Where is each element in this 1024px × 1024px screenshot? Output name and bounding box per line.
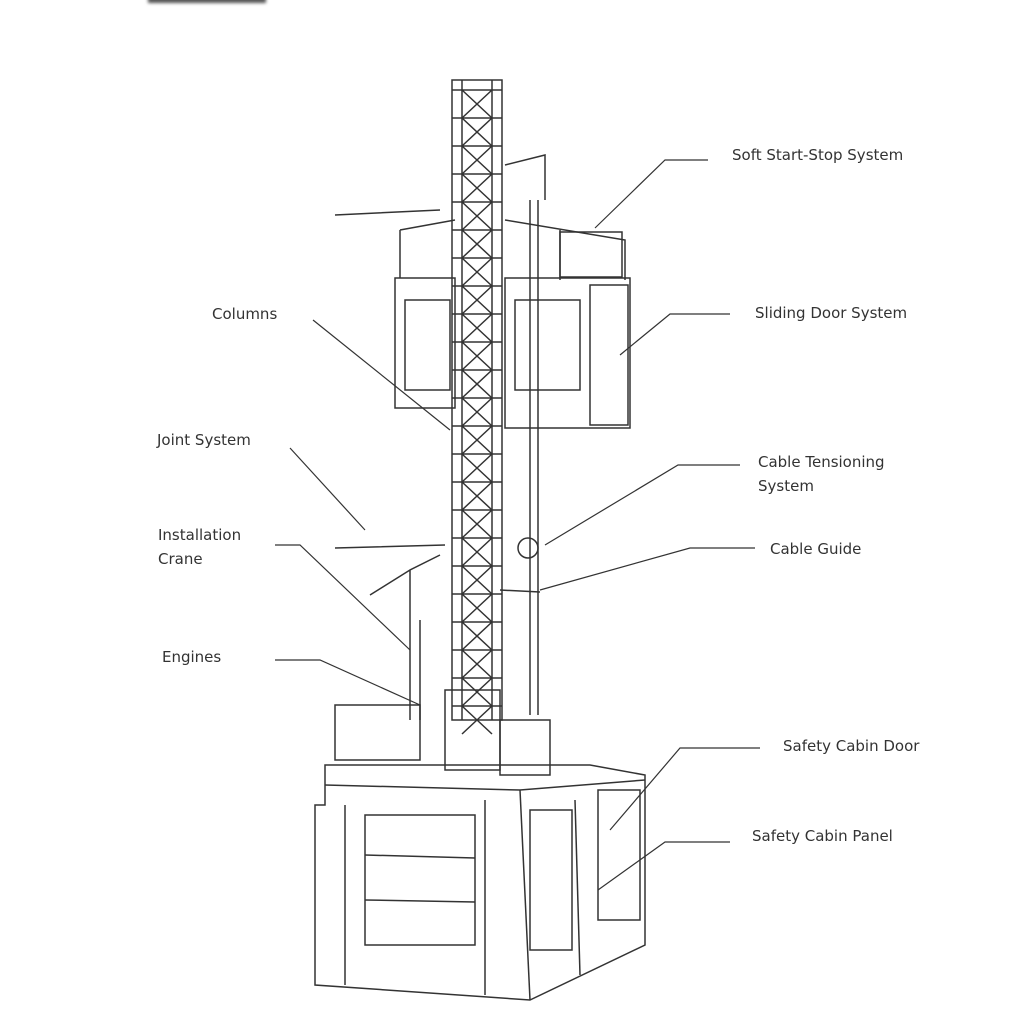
- mast-lattice-segment: [452, 537, 502, 567]
- mast-lattice-segment: [452, 117, 502, 147]
- mast-lattice-segment: [452, 397, 502, 427]
- mast-lattice-segment: [452, 649, 502, 679]
- mast-lattice-segment: [452, 89, 502, 119]
- mast-lattice-segment: [452, 677, 502, 707]
- mast-lattice-segment: [452, 257, 502, 287]
- label-safety-cabin-door: Safety Cabin Door: [783, 737, 920, 755]
- label-engines: Engines: [162, 648, 222, 666]
- mast: [451, 79, 503, 735]
- label-installation-crane: Installation Crane: [158, 526, 242, 568]
- mast-lattice-segment: [452, 705, 502, 735]
- mast-lattice-segment: [452, 369, 502, 399]
- mast-lattice-segment: [452, 173, 502, 203]
- cropped-heading: [148, 0, 266, 3]
- mast-lattice-segment: [452, 285, 502, 315]
- mast-lattice-segment: [452, 453, 502, 483]
- leader-lines: [275, 159, 760, 891]
- base: [314, 689, 646, 1001]
- mast-lattice-segment: [452, 229, 502, 259]
- mast-lattice-segment: [452, 313, 502, 343]
- label-joint-system: Joint System: [157, 431, 251, 449]
- label-cable-guide: Cable Guide: [770, 540, 862, 558]
- label-columns: Columns: [212, 305, 278, 323]
- mast-lattice-segment: [452, 341, 502, 371]
- mast-lattice-segment: [452, 481, 502, 511]
- mast-lattice-segment: [452, 145, 502, 175]
- mast-lattice-segment: [452, 201, 502, 231]
- mast-lattice-segment: [452, 509, 502, 539]
- mast-lattice-segment: [452, 621, 502, 651]
- mast-lattice-segment: [452, 425, 502, 455]
- mast-lattice-segment: [452, 593, 502, 623]
- upper-cage: [334, 154, 631, 429]
- label-sliding-door: Sliding Door System: [755, 304, 908, 322]
- label-safety-cabin-panel: Safety Cabin Panel: [752, 827, 893, 845]
- mast-lattice-segment: [452, 565, 502, 595]
- label-soft-start-stop: Soft Start-Stop System: [732, 146, 904, 164]
- label-cable-tensioning: Cable Tensioning System: [758, 453, 885, 495]
